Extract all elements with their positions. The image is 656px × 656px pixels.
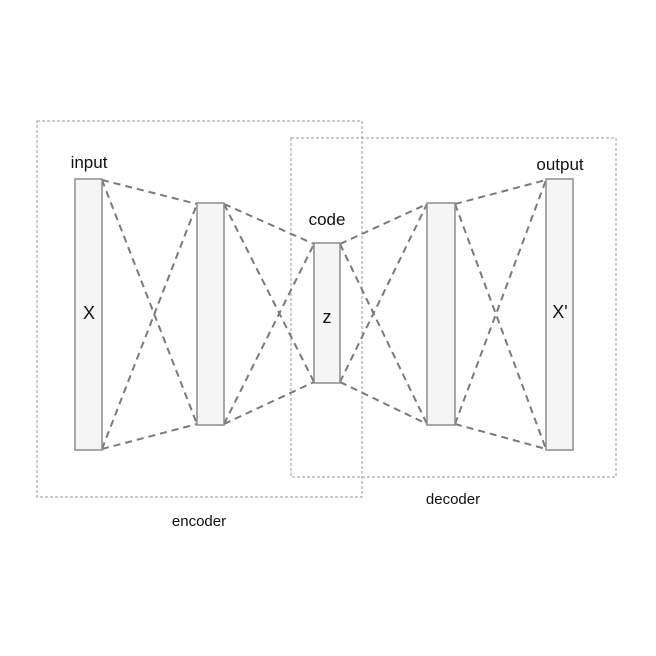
connection-line [339,381,428,425]
decoder-label: decoder [426,491,480,508]
connection-line [223,203,315,383]
input-label: input [71,153,108,172]
x-label: X [83,303,95,323]
connection-line [223,243,315,425]
connection-line [339,203,428,245]
connection-line [454,179,547,425]
connection-line [223,203,315,245]
x-prime-label: X' [552,302,567,322]
code-layer [313,242,341,384]
layers [74,178,574,451]
connection-line [339,243,428,425]
hidden-encoder-layer [196,202,225,426]
output-label: output [536,155,584,174]
connection-line [101,179,198,425]
connection-line [454,179,547,205]
code-label: code [309,210,346,229]
encoder-label: encoder [172,513,226,530]
connection-line [339,203,428,383]
connections [101,179,547,450]
connection-line [223,381,315,425]
connection-line [454,203,547,450]
connection-line [101,203,198,450]
z-label: z [323,307,332,327]
encoder-box [36,120,363,498]
output-layer [545,178,574,451]
connection-line [101,179,198,205]
connection-line [454,423,547,450]
decoder-box [290,137,617,478]
connection-line [101,423,198,450]
input-layer [74,178,103,451]
hidden-decoder-layer [426,202,456,426]
